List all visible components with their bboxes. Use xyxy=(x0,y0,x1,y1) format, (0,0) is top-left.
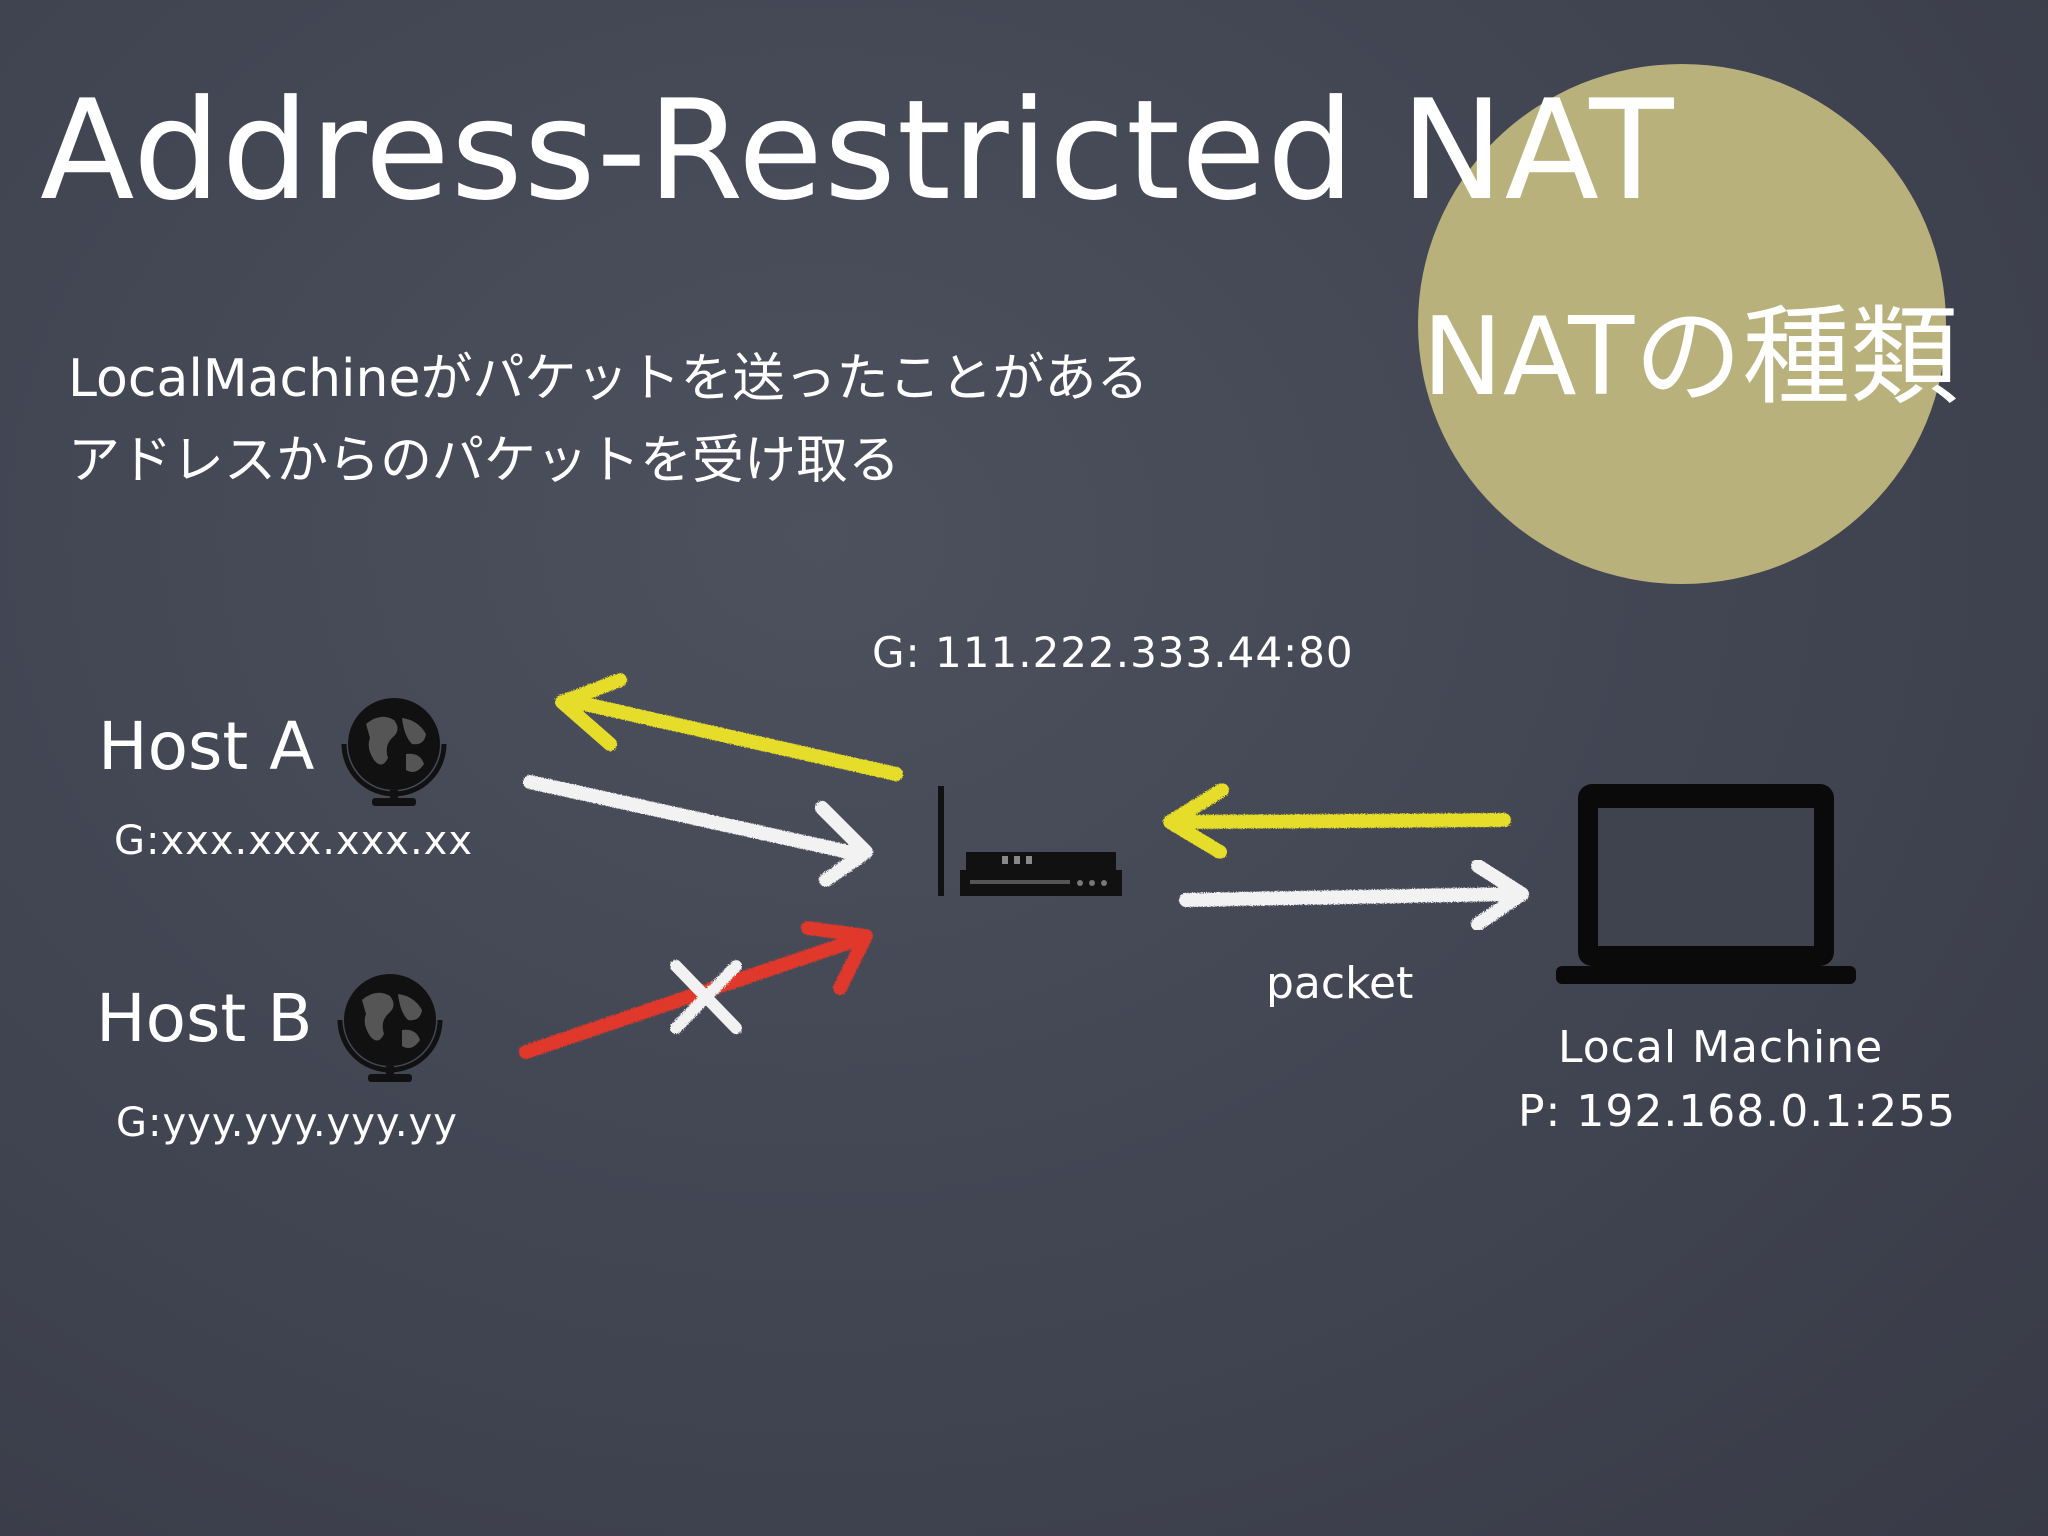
description-line-2: アドレスからのパケットを受け取る xyxy=(68,431,901,491)
arrow-router-to-host-a xyxy=(555,673,903,781)
arrow-host-b-to-router-blocked xyxy=(519,921,873,1059)
host-a-ip: G:xxx.xxx.xxx.xx xyxy=(114,818,474,864)
laptop-icon xyxy=(1556,784,1856,984)
arrow-local-to-router xyxy=(1163,783,1511,859)
host-b-ip: G:yyy.yyy.yyy.yy xyxy=(116,1100,458,1146)
globe-icon xyxy=(341,698,447,806)
globe-icon xyxy=(337,974,443,1082)
host-a-label: Host A xyxy=(98,708,315,785)
router-ip: G: 111.222.333.44:80 xyxy=(872,628,1354,677)
packet-label: packet xyxy=(1266,958,1414,1009)
arrow-host-a-to-router xyxy=(523,775,873,887)
arrow-router-to-local xyxy=(1179,859,1529,931)
local-machine-ip: P: 192.168.0.1:255 xyxy=(1518,1086,1957,1137)
badge-circle xyxy=(1418,64,1946,584)
host-b-label: Host B xyxy=(96,980,313,1057)
badge-label: NATの種類 xyxy=(1422,295,1959,420)
slide-title: Address-Restricted NAT xyxy=(40,70,1675,231)
router-icon xyxy=(938,786,1122,896)
description-line-1: LocalMachineがパケットを送ったことがある xyxy=(68,349,1149,409)
blocked-x-icon xyxy=(670,960,742,1034)
local-machine-label: Local Machine xyxy=(1558,1022,1884,1073)
